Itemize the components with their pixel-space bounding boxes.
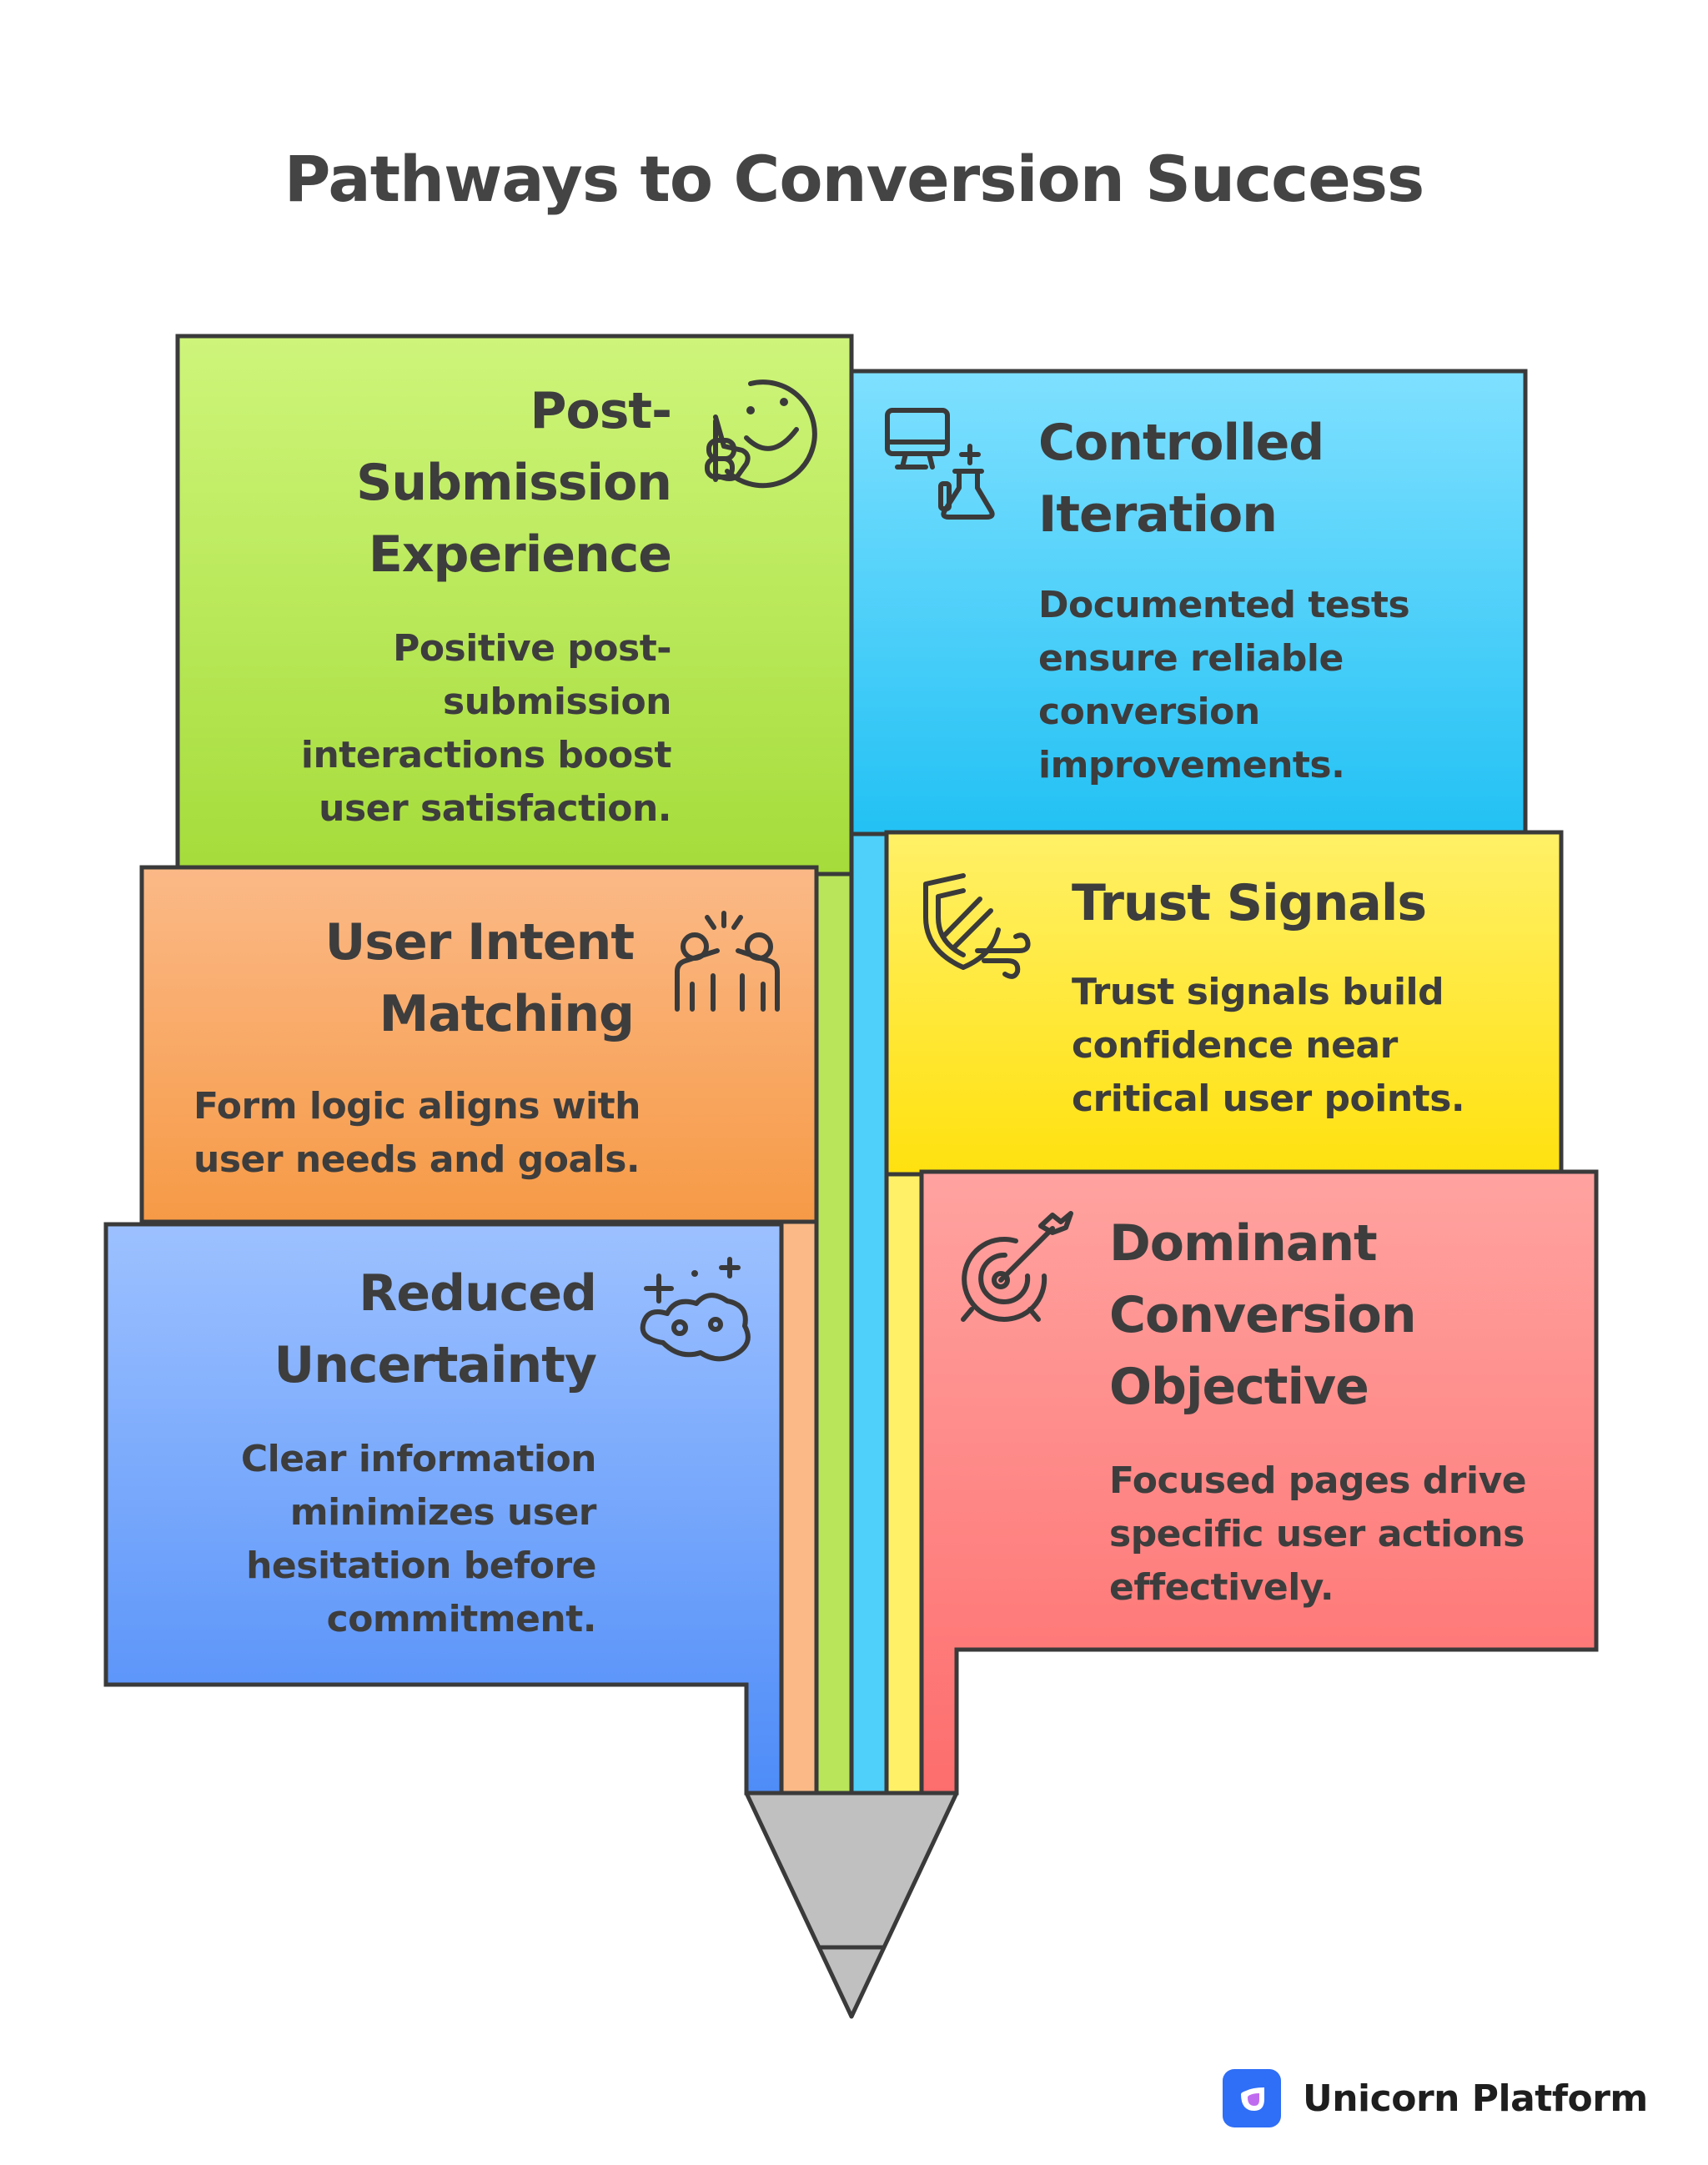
card-trust-signals-box [884, 830, 1564, 1177]
card-post-submission: Post- Submission Experience Positive pos… [217, 375, 672, 836]
card-description: Documented tests ensure reliable convers… [1038, 584, 1410, 786]
card-title: User Intent Matching [324, 913, 635, 1043]
strip-yellow [887, 1168, 922, 1793]
strip-orange [781, 1218, 816, 1793]
computer-flask-icon [885, 408, 995, 520]
card-title: Trust Signals [1072, 874, 1427, 932]
card-title: Controlled Iteration [1038, 414, 1324, 544]
card-description: Focused pages drive specific user action… [1109, 1459, 1527, 1609]
strip-lightblue [851, 830, 887, 1793]
card-title: Reduced Uncertainty [274, 1264, 597, 1394]
card-description: Trust signals build confidence near crit… [1072, 971, 1465, 1120]
cloud-sparkle-icon [640, 1257, 751, 1362]
card-dominant-objective: Dominant Conversion Objective Focused pa… [1109, 1208, 1576, 1615]
card-controlled-iteration: Controlled Iteration Documented tests en… [1038, 407, 1505, 792]
shield-wind-icon [923, 873, 1031, 979]
brand-name: Unicorn Platform [1303, 2077, 1648, 2120]
page-title: Pathways to Conversion Success [284, 142, 1424, 216]
card-controlled-iteration-box [849, 369, 1528, 836]
card-trust-signals: Trust Signals Trust signals build confid… [1072, 867, 1539, 1126]
card-reduced-uncertainty: Reduced Uncertainty Clear information mi… [150, 1258, 597, 1646]
card-description: Form logic aligns with user needs and go… [193, 1085, 640, 1181]
strip-green [816, 863, 851, 1793]
card-user-intent-description: Form logic aligns with user needs and go… [193, 1080, 794, 1187]
brand-footer: Unicorn Platform [1223, 2067, 1648, 2130]
card-title: Dominant Conversion Objective [1109, 1214, 1417, 1416]
card-user-intent: User Intent Matching [167, 907, 635, 1050]
pencil-tip [744, 1791, 959, 2019]
target-arrow-icon [961, 1211, 1073, 1322]
unicorn-platform-logo-icon [1223, 2069, 1281, 2127]
high-five-icon [675, 911, 780, 1012]
card-user-intent-box [139, 865, 819, 1224]
card-description: Clear information minimizes user hesitat… [240, 1438, 597, 1640]
card-title: Post- Submission Experience [356, 382, 672, 584]
card-description: Positive post- submission interactions b… [300, 627, 672, 830]
thumbs-up-smile-icon [705, 379, 817, 489]
